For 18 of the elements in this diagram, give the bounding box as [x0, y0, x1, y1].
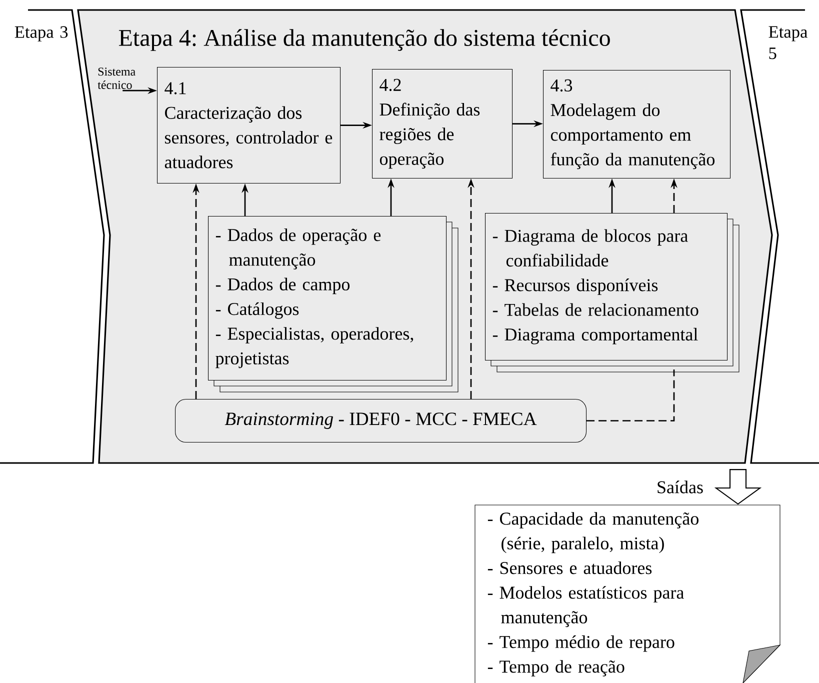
- stage-label: Etapa 3: [14, 26, 68, 42]
- method-box: Brainstorming - IDEF0 - MCC - FMECA: [175, 399, 587, 443]
- node-label: - Capacidade da manutenção (série, paralelo, mista): [488, 512, 698, 554]
- stage-label: Etapa 5: [768, 26, 808, 60]
- document-stack: - Dados de operação e manutenção - Dados de campo - Catálogos - Especialistas, operadores, projetistas: [208, 216, 458, 392]
- process-box: 4.1 Caracterização dos sensores, controlador e atuadores: [157, 67, 341, 184]
- edge-label: Saídas: [655, 479, 705, 495]
- output-arrow: [714, 469, 762, 505]
- stage-title: Etapa 4: Análise da manutenção do sistema técnico: [118, 29, 610, 51]
- process-box: 4.3 Modelagem do comportamento em função da manutenção: [543, 70, 731, 179]
- node-label: - Tempo de reação: [488, 660, 624, 676]
- node-label: - Modelos estatísticos para manutenção: [488, 586, 684, 628]
- node-label: - Tempo médio de reparo: [488, 635, 674, 652]
- input-label: Sistema técnico: [98, 68, 136, 89]
- process-box: 4.2 Definição das regiões de operação: [372, 69, 513, 179]
- document-stack: - Diagrama de blocos para confiabilidade - Recursos disponíveis - Tabelas de relacionamento - Diagrama comportamental: [485, 213, 740, 372]
- node-label: - Sensores e atuadores: [488, 561, 652, 574]
- output-document: - Capacidade da manutenção (série, paralelo, mista) - Sensores e atuadores - Modelos estatísticos para manutenção - Tempo médio de reparo - Tempo de reação: [474, 504, 781, 683]
